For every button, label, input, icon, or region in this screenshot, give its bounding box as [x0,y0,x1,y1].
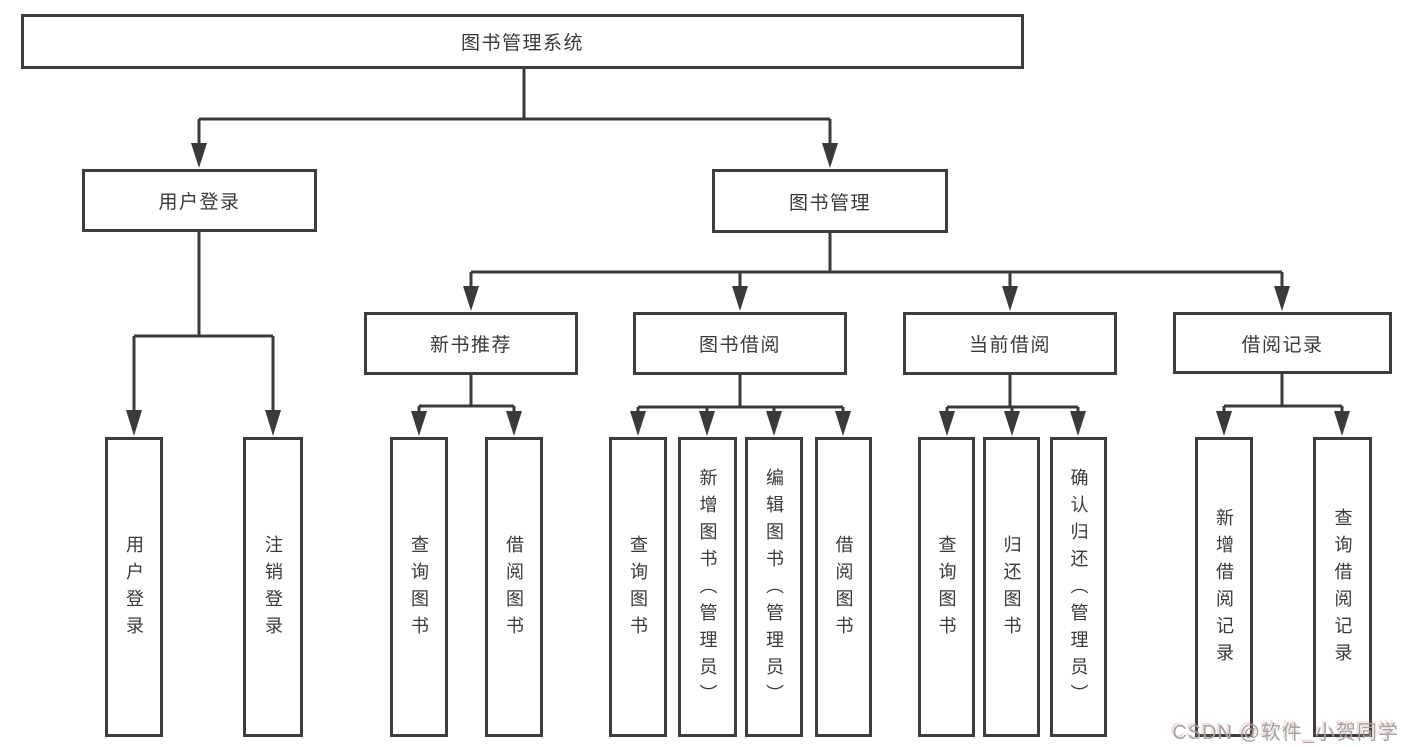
leaf-query-books-current: 查询图书 [918,437,975,737]
node-borrow-records: 借阅记录 [1173,312,1392,374]
node-book-management-label: 图书管理 [788,192,871,214]
leaf-borrow-books-recommend: 借阅图书 [485,437,543,737]
node-current-borrow: 当前借阅 [903,312,1117,375]
leaf-add-borrow-record: 新增借阅记录 [1195,437,1253,737]
csdn-watermark: CSDN @软件_小贺同学 [1172,722,1399,744]
node-book-borrowing: 图书借阅 [633,312,847,375]
node-book-borrowing-label: 图书借阅 [698,335,781,356]
leaf-return-books: 归还图书 [983,437,1040,737]
arrowheads [126,143,1350,436]
node-user-login: 用户登录 [82,169,317,232]
node-user-login-label: 用户登录 [158,192,241,213]
node-borrow-records-label: 借阅记录 [1241,334,1324,356]
leaf-query-books-borrowing: 查询图书 [609,437,667,737]
leaf-confirm-return-admin: 确认归还（管理员） [1050,437,1107,737]
node-new-book-recommend-label: 新书推荐 [429,335,512,356]
leaf-query-books-recommend: 查询图书 [390,437,448,737]
leaf-query-borrow-record: 查询借阅记录 [1313,437,1372,737]
leaf-add-books-admin: 新增图书（管理员） [678,437,737,737]
leaf-user-login: 用户登录 [105,437,163,737]
node-system-root-label: 图书管理系统 [460,33,584,54]
leaf-borrow-books: 借阅图书 [815,437,872,737]
node-book-management: 图书管理 [712,169,948,233]
node-current-borrow-label: 当前借阅 [968,335,1051,356]
node-new-book-recommend: 新书推荐 [364,312,578,375]
leaf-edit-books-admin: 编辑图书（管理员） [745,437,803,737]
node-system-root: 图书管理系统 [21,14,1024,69]
leaf-logout: 注销登录 [243,437,303,737]
